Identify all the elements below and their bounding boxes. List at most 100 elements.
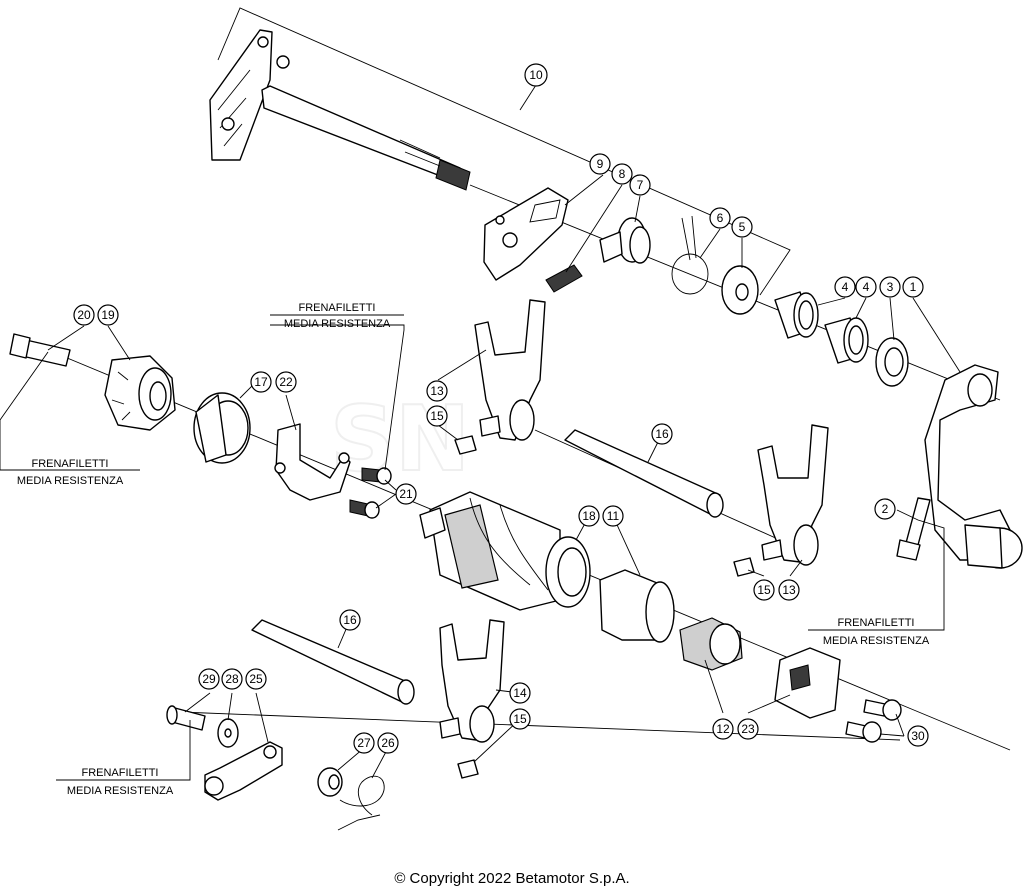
callout-8: 8 xyxy=(611,163,633,185)
part-plate-22 xyxy=(274,423,351,501)
callout-20: 20 xyxy=(73,304,95,326)
note-threadlocker-4: FRENAFILETTI MEDIA RESISTENZA xyxy=(56,767,190,797)
part-bolt-30b xyxy=(845,721,882,743)
callout-26: 26 xyxy=(377,732,399,754)
svg-text:21: 21 xyxy=(399,487,413,501)
part-screw-21b xyxy=(349,499,380,519)
svg-text:28: 28 xyxy=(225,672,239,686)
callout-22: 22 xyxy=(275,371,297,393)
note-threadlocker-2: FRENAFILETTI MEDIA RESISTENZA xyxy=(270,302,404,330)
svg-text:4: 4 xyxy=(863,280,870,294)
callout-15a: 15 xyxy=(426,405,448,427)
callout-15b: 15 xyxy=(753,579,775,601)
note-4-line2: MEDIA RESISTENZA xyxy=(67,785,174,797)
note-3-line2: MEDIA RESISTENZA xyxy=(823,635,930,647)
note-4-line1: FRENAFILETTI xyxy=(81,767,158,779)
part-pin-15b xyxy=(733,557,755,577)
part-shift-lever xyxy=(924,364,1023,569)
part-bolt-29 xyxy=(166,705,206,731)
callout-27: 27 xyxy=(353,732,375,754)
svg-text:SN: SN xyxy=(330,387,470,492)
part-spring xyxy=(545,264,583,293)
part-rod-16b xyxy=(251,619,415,705)
svg-text:27: 27 xyxy=(357,736,371,750)
callout-18: 18 xyxy=(578,505,600,527)
part-stopper-23 xyxy=(774,647,841,719)
svg-text:18: 18 xyxy=(582,509,596,523)
callout-21: 21 xyxy=(395,483,417,505)
svg-text:26: 26 xyxy=(381,736,395,750)
svg-text:22: 22 xyxy=(279,375,293,389)
part-seal-3 xyxy=(875,337,909,387)
svg-text:17: 17 xyxy=(254,375,268,389)
part-washer-28 xyxy=(217,718,239,748)
part-bushing xyxy=(599,217,651,264)
part-spring-clip xyxy=(671,215,709,295)
part-screw-21a xyxy=(361,467,392,485)
part-rod-16a xyxy=(564,429,724,518)
svg-text:30: 30 xyxy=(911,729,925,743)
part-bearing-4b xyxy=(824,317,869,364)
assembly-axis-lines xyxy=(59,184,1011,751)
callout-10: 10 xyxy=(524,63,548,87)
note-1-line2: MEDIA RESISTENZA xyxy=(17,475,124,487)
part-bolt-30a xyxy=(863,699,902,721)
part-index-star-19 xyxy=(104,355,176,431)
callout-13a: 13 xyxy=(426,380,448,402)
callout-30: 30 xyxy=(907,725,929,747)
callout-12: 12 xyxy=(712,718,734,740)
svg-text:12: 12 xyxy=(716,722,730,736)
callout-29: 29 xyxy=(198,668,220,690)
svg-text:9: 9 xyxy=(597,157,604,171)
svg-text:20: 20 xyxy=(77,308,91,322)
callout-15c: 15 xyxy=(509,708,531,730)
callout-17: 17 xyxy=(250,371,272,393)
callout-6: 6 xyxy=(709,207,731,229)
svg-text:11: 11 xyxy=(607,509,620,523)
note-2-line1: FRENAFILETTI xyxy=(298,302,375,314)
svg-text:6: 6 xyxy=(717,211,724,225)
part-bearing-17 xyxy=(193,392,251,464)
svg-text:16: 16 xyxy=(343,613,357,627)
callout-4b: 4 xyxy=(855,276,877,298)
note-threadlocker-3: FRENAFILETTI MEDIA RESISTENZA xyxy=(808,617,944,647)
svg-text:5: 5 xyxy=(739,220,746,234)
svg-text:3: 3 xyxy=(887,280,894,294)
callout-7: 7 xyxy=(629,174,651,196)
callout-23: 23 xyxy=(737,718,759,740)
part-bearing-4a xyxy=(774,291,819,339)
svg-text:1: 1 xyxy=(910,280,917,294)
part-bolt-2 xyxy=(896,497,931,561)
part-spring-26 xyxy=(337,775,385,831)
note-1-line1: FRENAFILETTI xyxy=(31,458,108,470)
note-threadlocker-1: FRENAFILETTI MEDIA RESISTENZA xyxy=(0,458,140,487)
copyright-notice: © Copyright 2022 Betamotor S.p.A. xyxy=(394,870,630,887)
svg-text:15: 15 xyxy=(513,712,527,726)
part-pin-15a xyxy=(454,435,477,455)
part-ratchet-12 xyxy=(679,617,743,671)
callout-16b: 16 xyxy=(339,609,361,631)
callout-13b: 13 xyxy=(778,579,800,601)
callout-14: 14 xyxy=(509,682,531,704)
callout-25: 25 xyxy=(245,668,267,690)
svg-text:2: 2 xyxy=(882,502,889,516)
part-shift-drum xyxy=(419,491,591,611)
leader-10 xyxy=(217,7,791,296)
svg-text:13: 13 xyxy=(430,384,444,398)
part-shift-plate xyxy=(483,187,569,281)
callout-3: 3 xyxy=(879,276,901,298)
callout-9: 9 xyxy=(589,153,611,175)
svg-text:8: 8 xyxy=(619,167,626,181)
svg-text:29: 29 xyxy=(202,672,216,686)
callout-28: 28 xyxy=(221,668,243,690)
svg-text:7: 7 xyxy=(637,178,644,192)
leader-10-callout xyxy=(519,84,537,111)
svg-text:14: 14 xyxy=(513,686,527,700)
svg-text:4: 4 xyxy=(842,280,849,294)
part-washer-5 xyxy=(721,265,759,315)
callout-19: 19 xyxy=(97,304,119,326)
part-bolt-20 xyxy=(9,333,71,367)
svg-text:16: 16 xyxy=(655,427,669,441)
part-shift-shaft xyxy=(209,29,471,191)
